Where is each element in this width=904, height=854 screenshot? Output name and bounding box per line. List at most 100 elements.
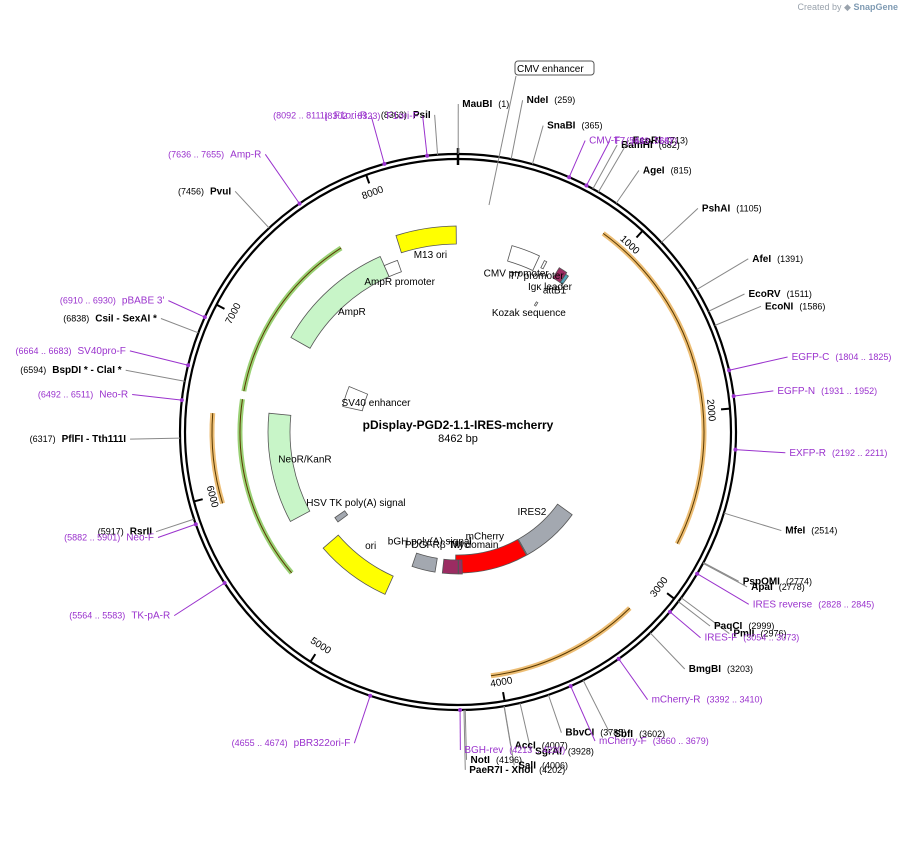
- site-coordinates: (1391): [777, 254, 803, 264]
- site-connector: [597, 140, 630, 193]
- snapgene-credit: Created by ◆ SnapGene: [798, 2, 899, 13]
- site-name: MauBI: [462, 99, 492, 110]
- primer-marker: [616, 656, 621, 661]
- primer-coordinates: (638 .. 657): [631, 136, 677, 146]
- primer-name: F1ori-R: [334, 111, 367, 122]
- feature-label: AmpR: [338, 307, 366, 318]
- primer-coordinates: (1931 .. 1952): [821, 386, 877, 396]
- site-label: BbvCI(3785): [565, 728, 626, 739]
- primer-label: pBR322ori-F(4655 .. 4674): [232, 738, 351, 749]
- primer-marker: [567, 175, 572, 180]
- site-label: AgeI(815): [643, 165, 692, 176]
- site-name: SbfI: [614, 729, 633, 740]
- primer-coordinates: (6492 .. 6511): [38, 389, 93, 399]
- site-name: RsrII: [130, 527, 152, 538]
- primer-label: EXFP-R(2192 .. 2211): [789, 448, 887, 459]
- primer-connector: [264, 154, 300, 204]
- site-connector: [125, 369, 185, 382]
- site-label: RsrII(5917): [98, 527, 152, 538]
- site-label: PvuI(7456): [178, 186, 231, 197]
- site-coordinates: (4007): [542, 741, 568, 751]
- primer-name: Neo-R: [99, 389, 128, 400]
- primer-connector: [568, 140, 586, 178]
- primer-label: pBABE 3'(6910 .. 6930): [60, 296, 165, 307]
- primer-connector: [132, 393, 182, 401]
- site-label: SbfI(3602): [614, 729, 665, 740]
- primer-label: Amp-R (7636 .. 7655): [168, 149, 261, 160]
- site-coordinates: (6317): [30, 434, 56, 444]
- feature-label: AmpR promoter: [364, 277, 435, 288]
- primer-marker: [193, 522, 198, 527]
- site-connector: [708, 293, 745, 312]
- site-connector: [723, 512, 782, 532]
- feature-label: T7 promoter: [509, 271, 564, 282]
- feature-label-cmv-enhancer: CMV enhancer: [517, 64, 584, 75]
- site-name: NdeI: [527, 95, 549, 106]
- feature-label: Kozak sequence: [492, 308, 566, 319]
- site-label: PaeR7I - XhoI(4202): [469, 765, 565, 776]
- site-name: BbvCI: [565, 728, 594, 739]
- primer-name: T7: [614, 136, 626, 147]
- site-name: MfeI: [785, 526, 805, 537]
- feature-hsv-tk-poly-a-signal: [334, 510, 349, 523]
- site-connector: [503, 706, 512, 746]
- site-connector: [714, 305, 762, 326]
- site-name: AgeI: [643, 165, 665, 176]
- site-name: PaeR7I - XhoI: [469, 765, 533, 776]
- feature-bgh-poly-a-signal: [411, 552, 438, 573]
- feature-label: IRES2: [517, 507, 546, 518]
- orf-arc-core: [602, 232, 705, 544]
- scale-tick-label: 3000: [648, 575, 671, 600]
- feature-ampr: [290, 255, 390, 349]
- scale-tick-label: 2000: [704, 399, 717, 423]
- primer-label: F1ori-R(8092 .. 8111): [273, 111, 367, 122]
- credit-prefix: Created by: [797, 2, 842, 12]
- site-connector: [615, 170, 640, 204]
- site-name: ApaI: [751, 582, 773, 593]
- site-connector: [592, 144, 618, 190]
- feature-label: CMV promoter: [484, 269, 550, 280]
- feature-label: Myc: [451, 540, 469, 551]
- primer-marker: [368, 693, 373, 698]
- primer-marker: [202, 315, 207, 320]
- site-label: BamHI(682): [621, 140, 680, 151]
- site-name: PspOMI: [743, 576, 780, 587]
- primer-name: BGH-rev: [464, 745, 503, 756]
- site-connector: [463, 709, 466, 770]
- primer-coordinates: (7636 .. 7655): [168, 149, 224, 159]
- primer-connector: [353, 695, 371, 744]
- primer-label: mCherry-R(3392 .. 3410): [652, 695, 763, 706]
- site-label: PflFI - Tth111I(6317): [30, 434, 127, 445]
- scale-tick: [720, 407, 731, 411]
- feature-label: ori: [365, 541, 376, 552]
- site-label: PshAI(1105): [702, 203, 762, 214]
- site-name: AccI: [515, 741, 536, 752]
- site-coordinates: (1): [498, 99, 509, 109]
- site-name: SgrAI: [535, 747, 562, 758]
- primer-label: mCherry-F(3660 .. 3679): [599, 736, 709, 747]
- feature-ori: [322, 534, 394, 595]
- feature-label: NeoR/KanR: [278, 454, 331, 465]
- primer-connector: [370, 115, 385, 165]
- primer-label: Neo-F(5882 .. 5901): [64, 533, 154, 544]
- plasmid-name: pDisplay-PGD2-1.1-IRES-mcherry: [363, 418, 554, 432]
- primer-label: BGH-rev (4213 .. 4230): [464, 745, 565, 756]
- site-connector: [702, 562, 748, 588]
- site-name: SalI: [518, 760, 536, 771]
- feature-connector: [488, 75, 517, 206]
- site-coordinates: (3203): [727, 664, 753, 674]
- site-coordinates: (259): [554, 95, 575, 105]
- site-coordinates: (6838): [63, 314, 89, 324]
- primer-marker: [733, 447, 738, 452]
- site-name: BspDI * - ClaI *: [52, 365, 122, 376]
- primer-marker: [458, 707, 463, 712]
- primer-name: Neo-F: [126, 533, 154, 544]
- primer-coordinates: (4213 .. 4230): [509, 745, 565, 755]
- primer-marker: [731, 394, 736, 399]
- site-coordinates: (1511): [787, 289, 812, 299]
- feature-cmv-promoter: [507, 245, 541, 272]
- primer-name: Amp-R: [230, 149, 261, 160]
- scale-tick-label: 5000: [308, 635, 333, 657]
- primer-connector: [422, 115, 428, 156]
- site-name: NotI: [471, 755, 491, 766]
